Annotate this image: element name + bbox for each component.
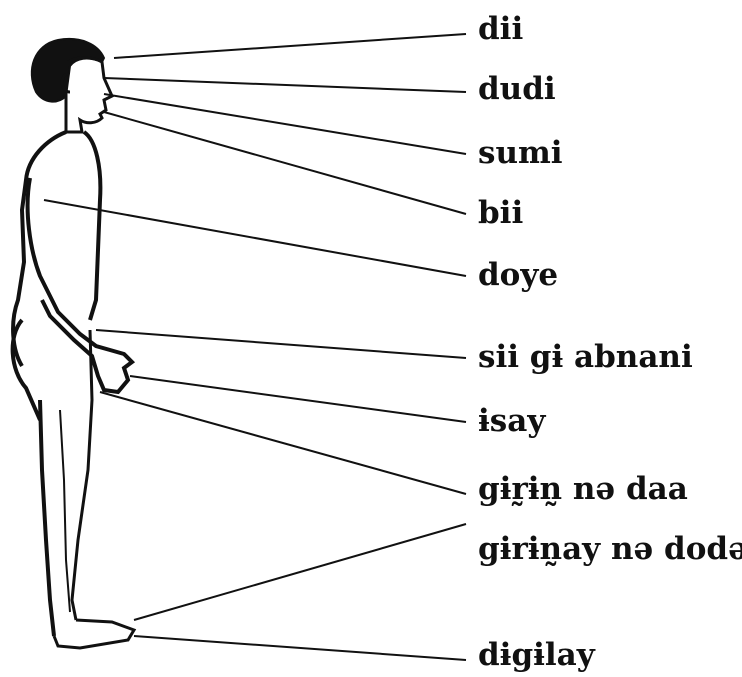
label-chest: doye (478, 260, 558, 291)
back-leg (40, 400, 54, 636)
leader-line-foot (134, 636, 466, 660)
label-thigh: gɨr̰ɨn̰ nə daa (478, 474, 688, 505)
label-arm: sii gɨ abnani (478, 342, 693, 373)
label-hand: ɨsay (478, 406, 545, 437)
torso (13, 132, 100, 366)
leader-line-chest (44, 200, 466, 276)
leader-line-thigh (100, 392, 466, 494)
leader-line-head (114, 34, 466, 58)
arm (28, 178, 132, 392)
hip (13, 320, 40, 420)
leader-line-leg (134, 524, 466, 620)
inner-leg (60, 410, 70, 612)
leader-line-eye (104, 78, 466, 92)
label-eye: dudi (478, 74, 556, 105)
label-mouth: bii (478, 198, 523, 229)
leader-line-mouth (104, 112, 466, 214)
foot (54, 620, 134, 648)
label-nose: sumi (478, 138, 563, 169)
leader-line-arm (96, 330, 466, 358)
label-leg: gɨrɨn̰ay nə dodə (478, 534, 742, 565)
leader-line-nose (104, 94, 466, 154)
front-leg (72, 330, 92, 620)
label-head: dii (478, 14, 523, 45)
leader-lines (44, 34, 466, 660)
label-foot: dɨgɨlay (478, 640, 595, 671)
